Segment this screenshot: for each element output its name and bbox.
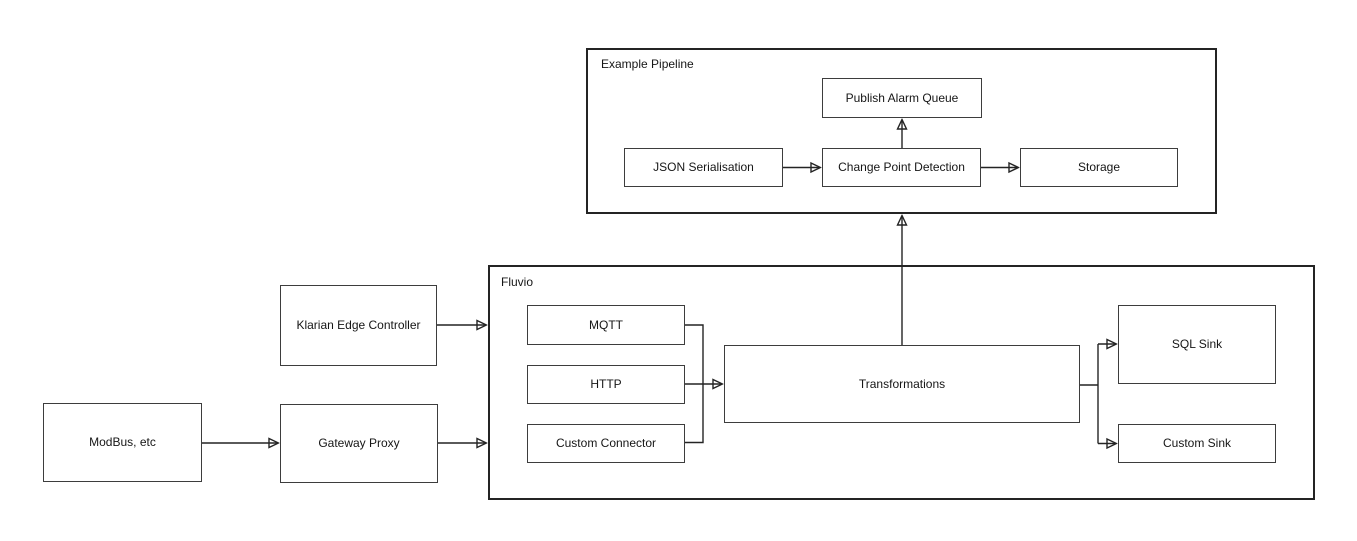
node-klarian-edge-controller: Klarian Edge Controller [280,285,437,366]
node-storage: Storage [1020,148,1178,187]
node-custom-sink: Custom Sink [1118,424,1276,463]
node-custom-sink-label: Custom Sink [1162,436,1232,450]
node-json-serialisation-label: JSON Serialisation [653,160,754,174]
node-modbus-etc: ModBus, etc [43,403,202,482]
node-gateway-proxy-label: Gateway Proxy [318,436,400,450]
node-http-label: HTTP [590,377,622,391]
node-transformations-label: Transformations [858,376,946,391]
node-transformations: Transformations [724,345,1080,423]
container-example-pipeline [586,48,1217,214]
container-fluvio-label: Fluvio [501,275,534,289]
node-publish-alarm-queue-label: Publish Alarm Queue [845,90,959,105]
node-http: HTTP [527,365,685,404]
node-custom-connector-label: Custom Connector [555,436,657,450]
node-sql-sink-label: SQL Sink [1171,337,1223,351]
node-mqtt: MQTT [527,305,685,345]
node-publish-alarm-queue: Publish Alarm Queue [822,78,982,118]
node-storage-label: Storage [1077,160,1121,174]
node-modbus-etc-label: ModBus, etc [89,435,156,449]
node-custom-connector: Custom Connector [527,424,685,463]
node-change-point-detection: Change Point Detection [822,148,981,187]
node-json-serialisation: JSON Serialisation [624,148,783,187]
node-gateway-proxy: Gateway Proxy [280,404,438,483]
node-sql-sink: SQL Sink [1118,305,1276,384]
node-mqtt-label: MQTT [589,317,623,332]
node-change-point-detection-label: Change Point Detection [838,160,965,174]
node-klarian-edge-controller-label: Klarian Edge Controller [296,318,421,332]
container-example-pipeline-label: Example Pipeline [601,57,694,71]
